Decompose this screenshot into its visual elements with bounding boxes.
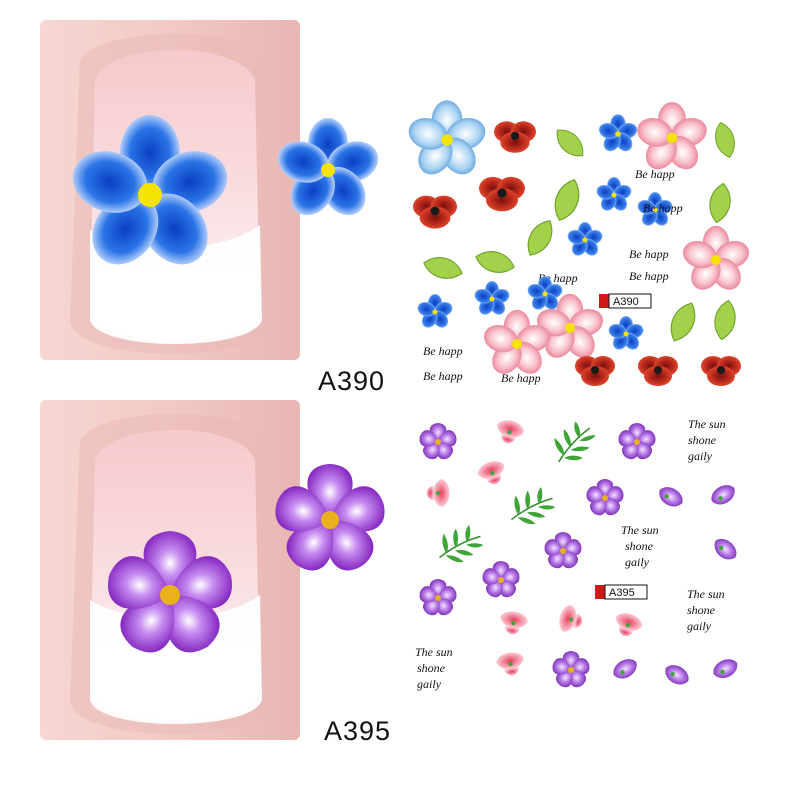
red-poppy-sticker (638, 356, 678, 386)
purple-viola-sticker (616, 423, 658, 463)
pink-bud-sticker (497, 609, 530, 637)
phrase-gaily-3: gaily (687, 619, 712, 633)
sheet-tag-a390: A390 (599, 293, 652, 309)
fern-leaf-sticker (500, 477, 559, 536)
blue-flower-sticker (596, 114, 640, 155)
leaf-sticker (550, 123, 590, 163)
blue-flower-sticker (565, 222, 605, 259)
purple-bud-sticker (661, 660, 693, 689)
product-panel-a390: A390 Be happ Be (40, 20, 765, 398)
phrase-gaily-2: gaily (625, 555, 650, 569)
phrase-shone-4: shone (417, 661, 446, 675)
pink-flower-sticker (533, 293, 607, 364)
phrase-be-happ: Be happ (423, 369, 463, 383)
purple-bud-sticker (710, 655, 741, 683)
leaf-sticker (711, 298, 739, 342)
purple-bud-sticker (707, 480, 739, 509)
fern-leaf-sticker (428, 515, 487, 574)
phrase-be-happ: Be happ (635, 167, 675, 181)
light-blue-flower (404, 100, 490, 182)
phrase-shone-1: shone (688, 433, 717, 447)
phrase-the-sun-1: The sun (688, 417, 726, 431)
pink-bud-sticker (475, 457, 510, 489)
red-poppy-sticker (701, 356, 741, 386)
blue-flower-sticker (415, 294, 455, 331)
pink-bud-sticker (610, 609, 645, 641)
purple-bud-sticker (609, 654, 641, 683)
phrase-gaily-4: gaily (417, 677, 442, 691)
phrase-be-happ: Be happ (629, 269, 669, 283)
pink-bud-sticker (426, 479, 450, 507)
leaf-sticker (472, 246, 518, 278)
sticker-sheet-a395: The sun shone gaily The sun shone gaily … (405, 415, 765, 710)
product-panel-a395: A395 The sun shone gaily (0, 400, 800, 800)
purple-viola-sticker (480, 561, 522, 601)
fern-leaf-sticker (545, 415, 598, 472)
blue-flower-sticker (472, 281, 512, 318)
purple-flower-sample (268, 458, 392, 587)
leaf-sticker (420, 252, 466, 284)
pink-flower-sticker (480, 309, 554, 380)
pink-bud-sticker (493, 417, 527, 447)
sticker-sheet-a390: Be happ Be happ Be happ Be happ Be happ … (404, 100, 765, 398)
purple-flower-on-nail (100, 525, 240, 670)
leaf-sticker (520, 215, 560, 261)
blue-flower-sticker (594, 177, 634, 214)
red-poppy-sticker (413, 195, 457, 229)
pink-flower-sticker (679, 225, 753, 296)
purple-viola-sticker (550, 651, 592, 691)
svg-text:A395: A395 (609, 587, 635, 599)
purple-viola-sticker (417, 423, 459, 463)
phrase-the-sun-3: The sun (687, 587, 725, 601)
phrase-the-sun-2: The sun (621, 523, 659, 537)
leaf-sticker (664, 298, 702, 346)
leaf-sticker (548, 175, 586, 225)
pink-bud-sticker (556, 602, 586, 636)
purple-viola-sticker (584, 479, 626, 519)
blue-flower-sticker (525, 276, 565, 313)
pink-flower-sticker (633, 102, 711, 176)
red-poppy-sticker (575, 356, 615, 386)
phrase-the-sun-4: The sun (415, 645, 453, 659)
leaf-sticker (711, 119, 739, 161)
blue-flower-sticker (606, 316, 646, 353)
blue-flower-sample (268, 110, 388, 235)
blue-flower-sticker (635, 192, 675, 229)
phrase-shone-2: shone (625, 539, 654, 553)
phrase-be-happ: Be happ (643, 201, 683, 215)
phrase-gaily-1: gaily (688, 449, 713, 463)
sheet-tag-a395: A395 (595, 584, 648, 600)
nail-photo-a390 (40, 20, 300, 360)
phrase-be-happ: Be happ (629, 247, 669, 261)
purple-viola-sticker (542, 532, 584, 572)
product-code-a390: A390 (318, 366, 386, 396)
red-poppy-sticker (479, 176, 525, 212)
product-code-a395: A395 (324, 716, 392, 746)
purple-bud-sticker (655, 482, 687, 511)
pink-bud-sticker (494, 650, 527, 678)
red-poppy-sticker (494, 121, 536, 153)
svg-text:A390: A390 (613, 296, 639, 308)
phrase-be-happ: Be happ (423, 344, 463, 358)
phrase-be-happ: Be happ (501, 371, 541, 385)
blue-flower-on-nail (72, 115, 228, 265)
leaf-sticker (706, 181, 734, 225)
purple-viola-sticker (417, 579, 459, 619)
phrase-shone-3: shone (687, 603, 716, 617)
purple-bud-sticker (709, 534, 741, 565)
